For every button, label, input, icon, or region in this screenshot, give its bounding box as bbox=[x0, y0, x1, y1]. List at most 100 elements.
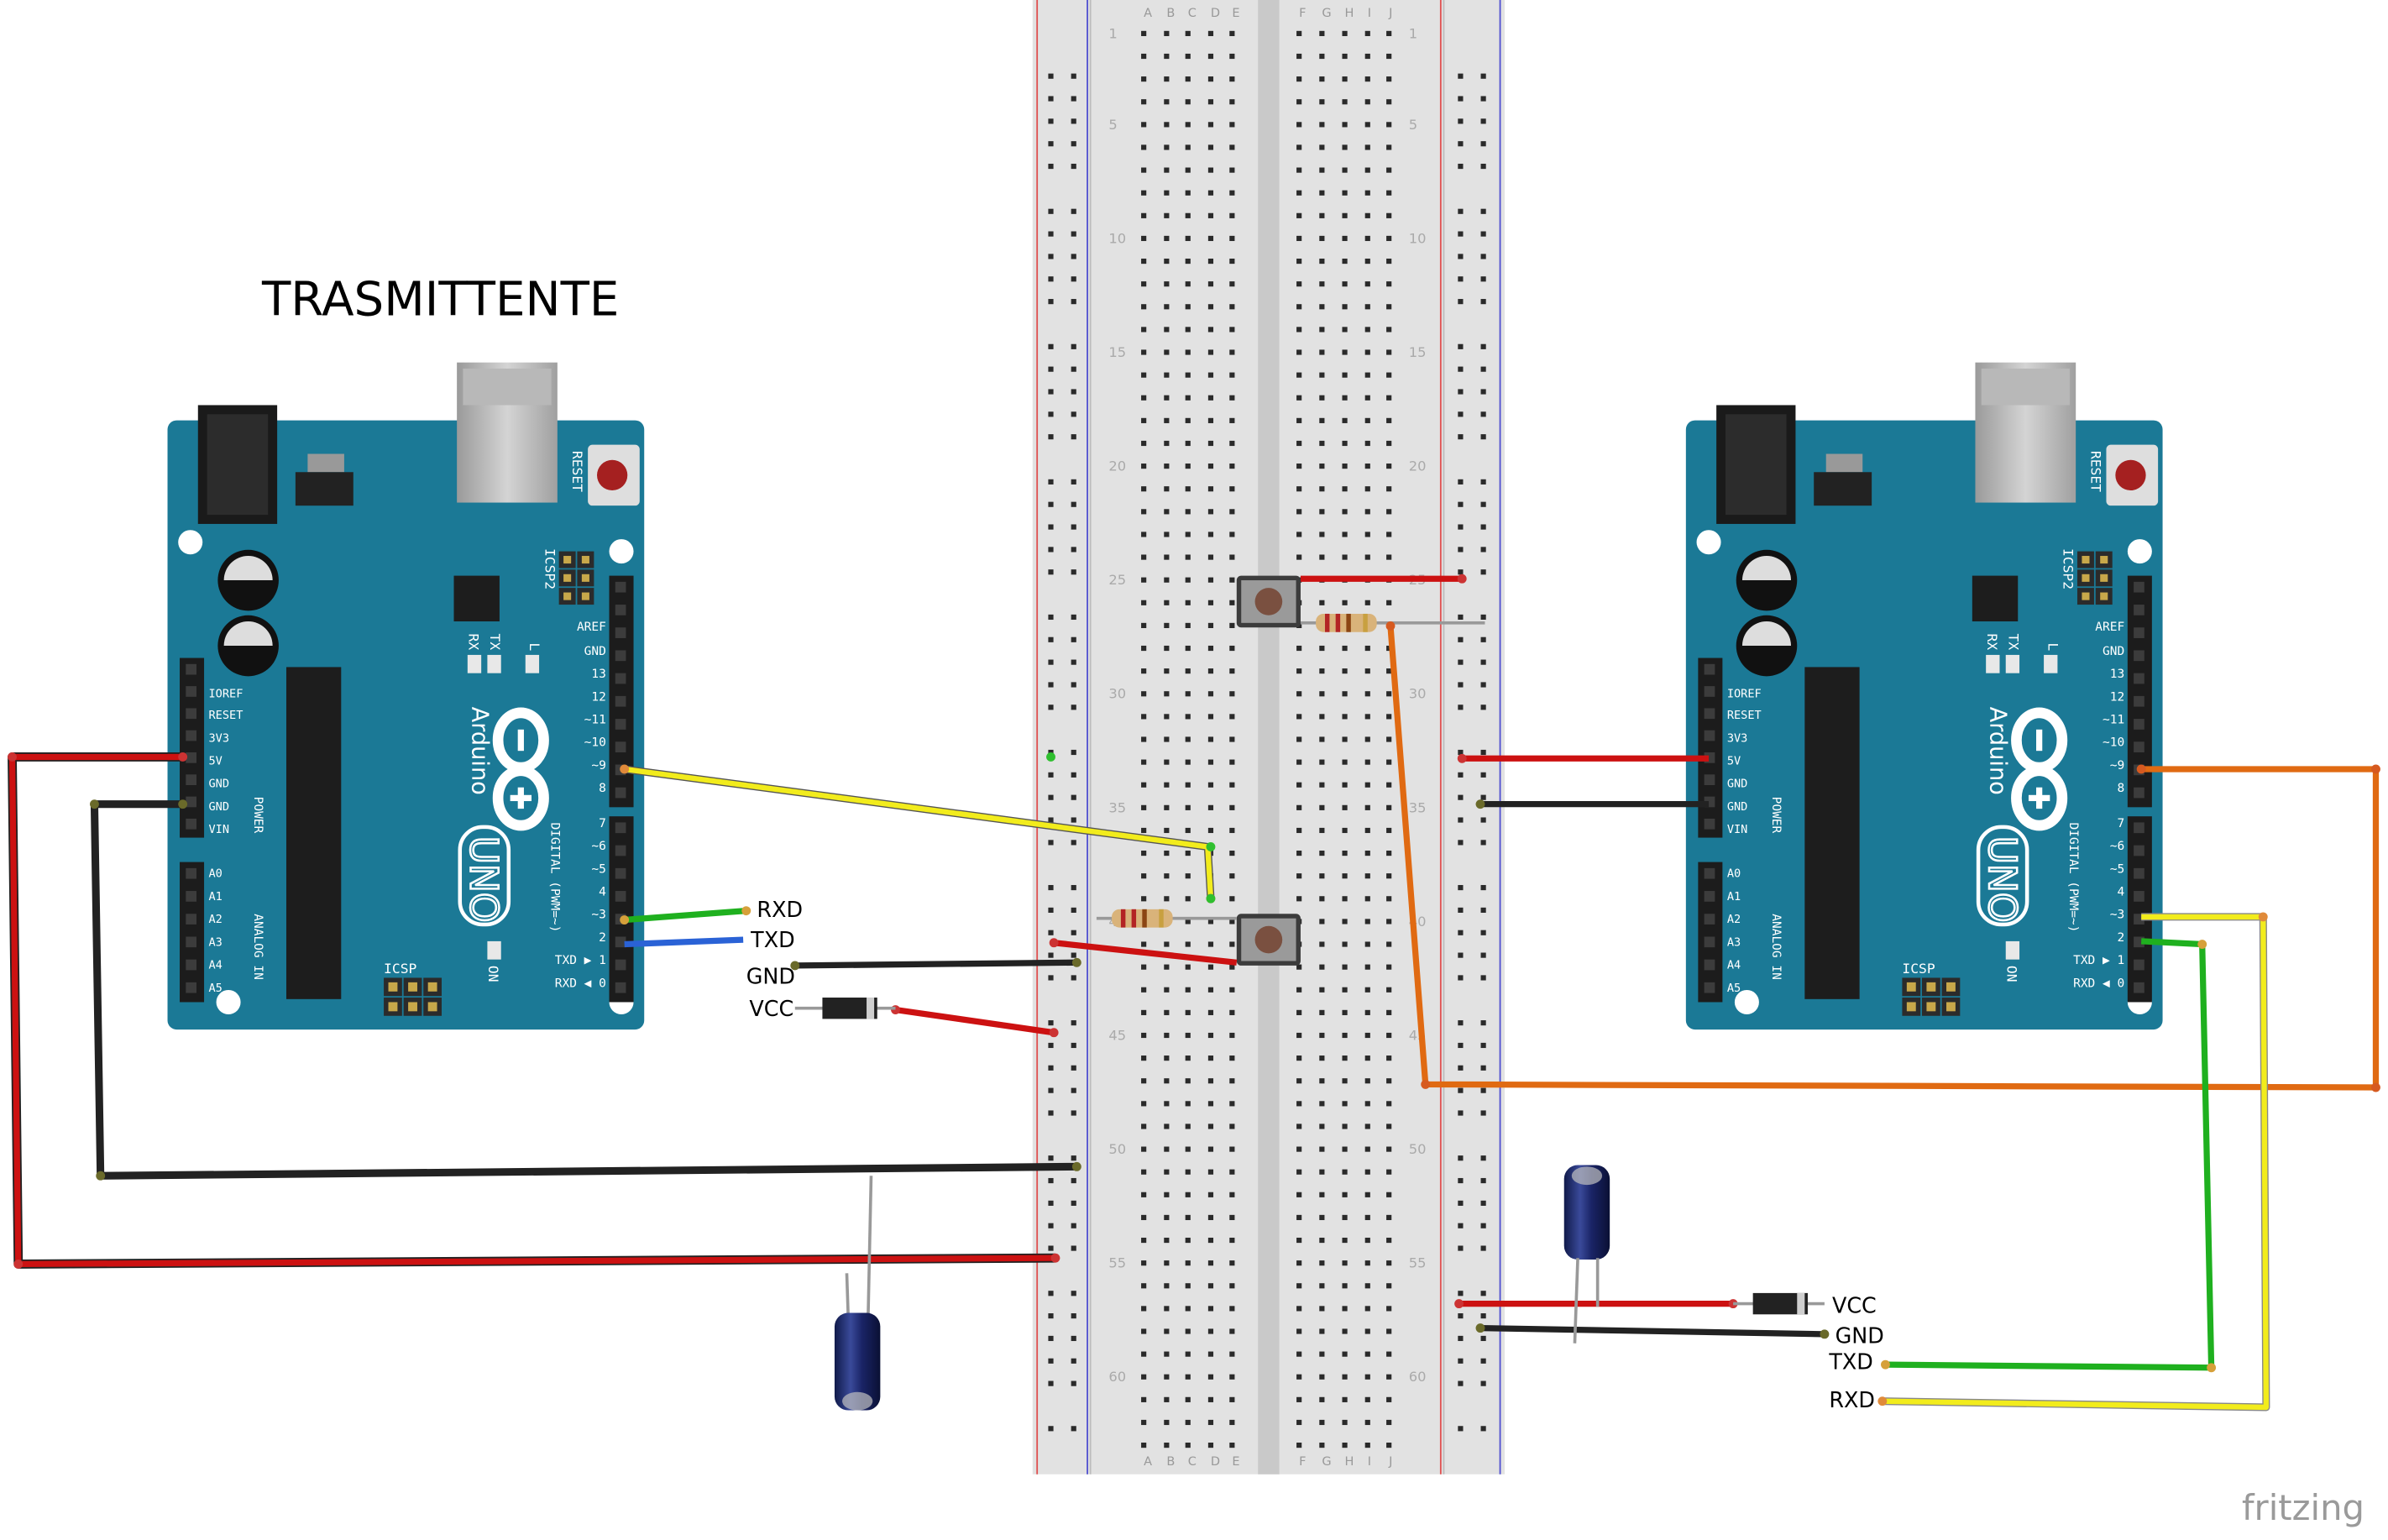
row-label: 20 bbox=[1108, 458, 1126, 474]
rail-hole bbox=[1480, 231, 1486, 237]
breadboard-hole bbox=[1319, 736, 1325, 742]
breadboard-hole bbox=[1319, 1306, 1325, 1312]
breadboard-hole bbox=[1207, 1283, 1214, 1289]
breadboard-hole bbox=[1141, 600, 1147, 605]
breadboard-hole bbox=[1296, 258, 1302, 265]
breadboard-hole bbox=[1185, 509, 1191, 515]
breadboard-hole bbox=[1207, 1306, 1214, 1312]
breadboard-hole bbox=[1342, 395, 1348, 401]
power-pin-label: GND bbox=[1727, 778, 1748, 791]
breadboard-hole bbox=[1342, 896, 1348, 902]
header-socket bbox=[1704, 867, 1715, 879]
breadboard-hole bbox=[1207, 714, 1214, 720]
breadboard-hole bbox=[1319, 554, 1325, 560]
breadboard-hole bbox=[1185, 736, 1191, 742]
breadboard-hole bbox=[1319, 714, 1325, 720]
rail-hole bbox=[1480, 254, 1486, 259]
breadboard-hole bbox=[1342, 1396, 1348, 1402]
breadboard-hole bbox=[1342, 1443, 1348, 1448]
reset-label: RESET bbox=[2087, 451, 2103, 492]
rail-hole bbox=[1480, 389, 1486, 395]
breadboard-hole bbox=[1319, 1032, 1325, 1039]
rail-hole bbox=[1071, 794, 1076, 800]
breadboard-hole bbox=[1342, 99, 1348, 105]
breadboard-hole bbox=[1319, 873, 1325, 879]
breadboard-hole bbox=[1364, 1306, 1370, 1312]
digital-pin-label: RXD ◀ 0 bbox=[555, 977, 606, 990]
breadboard-hole bbox=[1185, 30, 1191, 36]
header-socket bbox=[2134, 695, 2144, 707]
breadboard-hole bbox=[1229, 577, 1235, 583]
breadboard-hole bbox=[1319, 691, 1325, 697]
breadboard-hole bbox=[1296, 1214, 1302, 1221]
header-socket bbox=[2134, 845, 2144, 856]
breadboard-hole bbox=[1386, 804, 1392, 810]
breadboard-hole bbox=[1386, 1396, 1392, 1402]
pin-contact bbox=[388, 982, 398, 992]
breadboard-hole bbox=[1364, 736, 1370, 742]
pin-contact bbox=[581, 592, 589, 600]
breadboard-hole bbox=[1364, 327, 1370, 333]
breadboard-hole bbox=[1229, 1078, 1235, 1084]
power-pin-label: RESET bbox=[208, 709, 243, 722]
breadboard-hole bbox=[1386, 30, 1392, 36]
wire-end bbox=[1071, 1161, 1081, 1171]
rail-hole bbox=[1480, 411, 1486, 417]
breadboard-hole bbox=[1164, 395, 1170, 401]
rail-hole bbox=[1458, 141, 1464, 147]
wire-end bbox=[1881, 1359, 1890, 1370]
breadboard-hole bbox=[1229, 1192, 1235, 1197]
microcontroller bbox=[1804, 667, 1860, 999]
column-label: B bbox=[1166, 1455, 1175, 1469]
breadboard-hole bbox=[1342, 30, 1348, 36]
mounting-hole bbox=[1734, 989, 1759, 1014]
wire-gnd bbox=[90, 800, 1077, 1180]
rail-hole bbox=[1480, 434, 1486, 440]
breadboard-hole bbox=[1164, 417, 1170, 423]
row-label: 45 bbox=[1108, 1027, 1126, 1043]
breadboard-hole bbox=[1364, 1192, 1370, 1197]
rail-hole bbox=[1071, 343, 1076, 349]
breadboard-hole bbox=[1207, 235, 1214, 242]
breadboard-hole bbox=[1319, 417, 1325, 423]
reset-button-cap[interactable] bbox=[2115, 459, 2146, 491]
breadboard-hole bbox=[1342, 691, 1348, 697]
breadboard-hole bbox=[1164, 850, 1170, 856]
rail-hole bbox=[1048, 141, 1054, 147]
icsp-label: ICSP bbox=[1902, 961, 1935, 977]
rail-hole bbox=[1480, 614, 1486, 621]
rail-hole bbox=[1071, 231, 1076, 237]
breadboard-hole bbox=[1319, 827, 1325, 834]
breadboard-hole bbox=[1364, 759, 1370, 765]
logo-plus-v bbox=[2028, 794, 2050, 802]
breadboard-hole bbox=[1141, 1419, 1147, 1426]
breadboard-hole bbox=[1185, 896, 1191, 902]
breadboard-hole bbox=[1342, 668, 1348, 674]
push-button-upper bbox=[1236, 575, 1301, 628]
breadboard-hole bbox=[1164, 1237, 1170, 1244]
breadboard-hole bbox=[1229, 1443, 1235, 1448]
rail-hole bbox=[1480, 1177, 1486, 1184]
breadboard-hole bbox=[1296, 144, 1302, 150]
breadboard-hole bbox=[1141, 281, 1147, 287]
breadboard-hole bbox=[1386, 1443, 1392, 1448]
breadboard-hole bbox=[1386, 896, 1392, 902]
reset-button-cap[interactable] bbox=[597, 459, 628, 491]
breadboard-hole bbox=[1185, 144, 1191, 150]
header-socket bbox=[2134, 673, 2144, 684]
header-socket bbox=[615, 982, 626, 993]
breadboard-hole bbox=[1342, 1419, 1348, 1426]
breadboard-hole bbox=[1141, 53, 1147, 60]
breadboard-hole bbox=[1207, 919, 1214, 925]
breadboard-hole bbox=[1141, 1237, 1147, 1244]
breadboard-hole bbox=[1342, 1351, 1348, 1357]
rail-hole bbox=[1480, 930, 1486, 935]
power-pin-label: 3V3 bbox=[1727, 731, 1748, 745]
breadboard-hole bbox=[1164, 327, 1170, 333]
wire-end bbox=[2207, 1363, 2217, 1373]
breadboard-hole bbox=[1386, 714, 1392, 720]
analog-group-label: ANALOG IN bbox=[251, 914, 264, 980]
breadboard-hole bbox=[1229, 941, 1235, 947]
wire-end bbox=[178, 799, 188, 809]
breadboard-hole bbox=[1164, 554, 1170, 560]
